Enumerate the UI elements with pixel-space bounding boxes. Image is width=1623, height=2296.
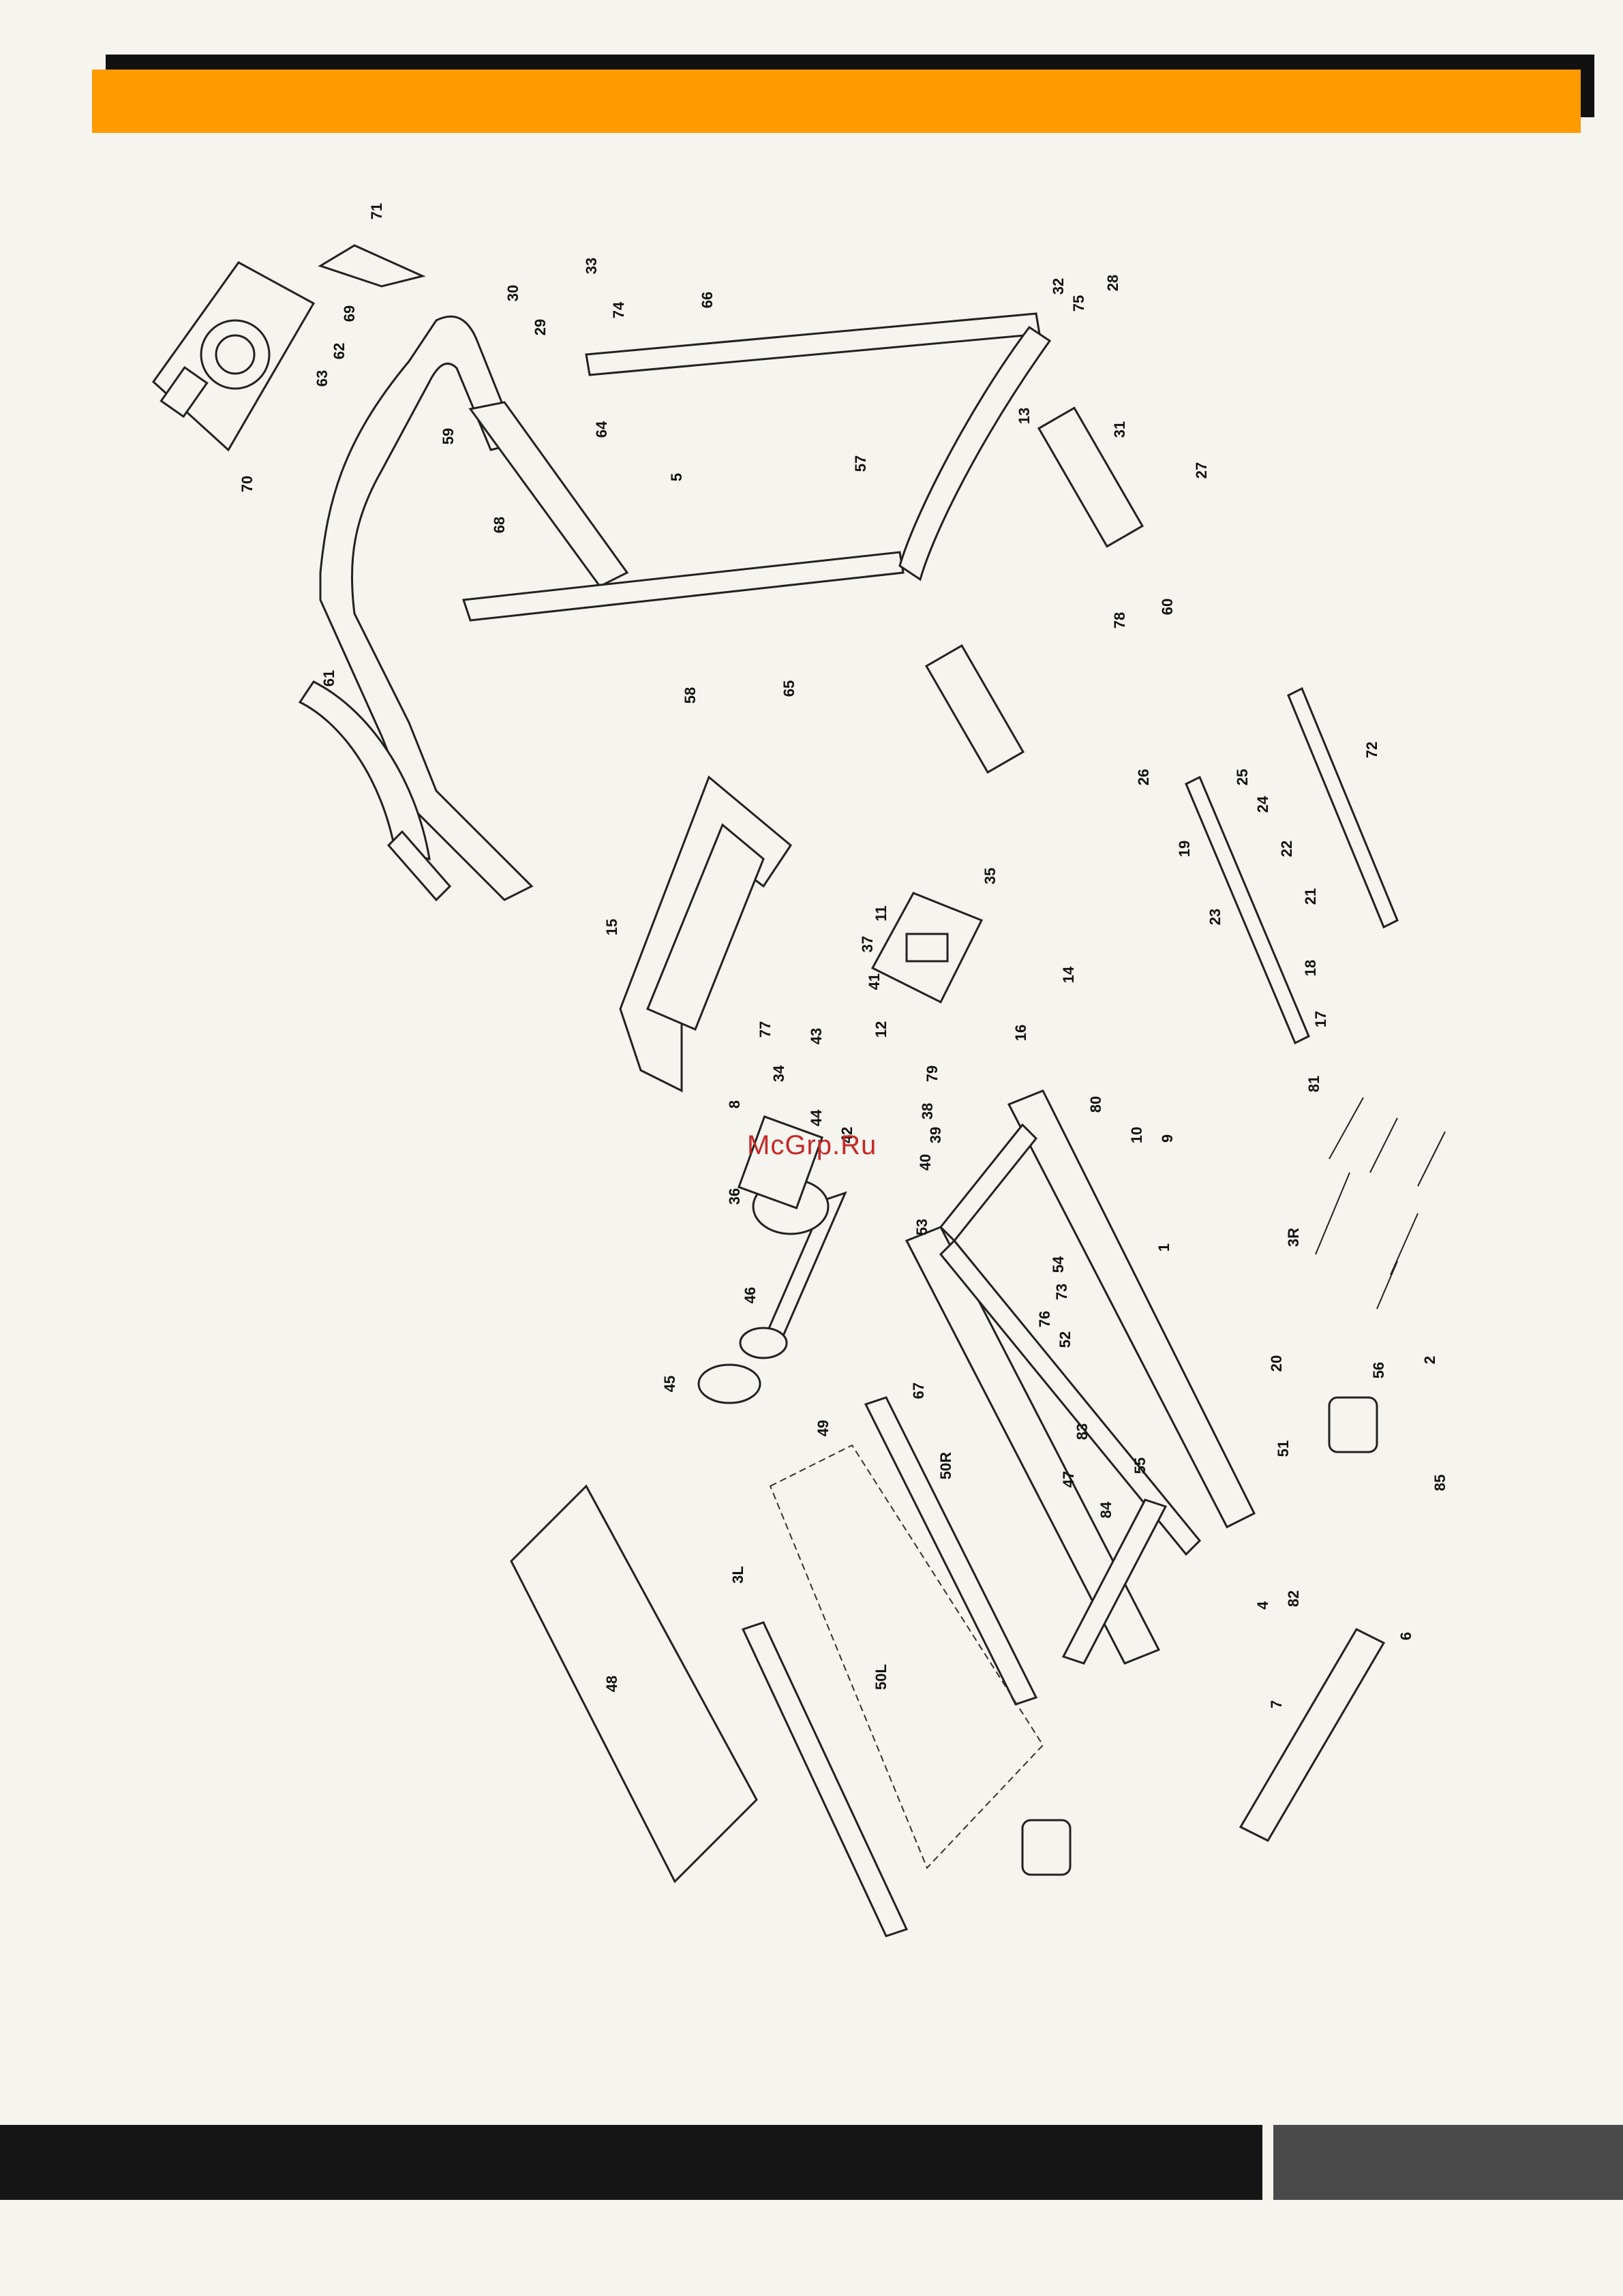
part-label: 63 — [314, 370, 331, 387]
part-label: 34 — [770, 1065, 787, 1082]
part-label: 49 — [815, 1420, 832, 1436]
part-label: 75 — [1070, 295, 1087, 312]
motor-cover — [620, 777, 791, 1091]
part-label: 35 — [982, 868, 999, 884]
part-label: 39 — [927, 1127, 944, 1143]
part-label: 32 — [1050, 278, 1067, 294]
part-label: 65 — [780, 680, 798, 697]
part-label: 81 — [1305, 1076, 1322, 1092]
end-cap-right — [1329, 1398, 1377, 1452]
part-label: 72 — [1363, 742, 1380, 758]
rear-base-tube — [1241, 1629, 1384, 1841]
part-label: 24 — [1254, 796, 1271, 813]
part-label: 45 — [661, 1376, 678, 1392]
part-label: 21 — [1302, 888, 1319, 905]
part-label: 57 — [852, 455, 869, 472]
part-label: 25 — [1234, 769, 1251, 785]
part-label: 3L — [729, 1566, 746, 1584]
part-label: 41 — [866, 973, 883, 990]
part-label: 38 — [919, 1103, 936, 1119]
part-label: 13 — [1016, 408, 1033, 424]
part-label: 26 — [1135, 769, 1152, 785]
part-label: 11 — [873, 905, 890, 921]
part-label: 61 — [320, 670, 337, 686]
part-label: 62 — [331, 343, 348, 359]
part-label: 84 — [1097, 1501, 1114, 1518]
part-label: 40 — [917, 1154, 934, 1170]
part-label: 37 — [859, 936, 876, 952]
part-label: 48 — [603, 1676, 620, 1692]
part-label: 67 — [910, 1383, 927, 1399]
part-label: 10 — [1128, 1127, 1145, 1143]
part-label: 53 — [913, 1219, 930, 1235]
footer-bar — [0, 2125, 1262, 2200]
upright-tube-left — [926, 646, 1023, 772]
part-label: 60 — [1159, 599, 1176, 615]
part-label: 4 — [1254, 1601, 1271, 1610]
part-label: 3R — [1285, 1228, 1302, 1247]
drive-belt — [699, 1365, 760, 1403]
part-label: 50R — [937, 1452, 954, 1479]
running-belt — [511, 1486, 757, 1882]
part-label: 30 — [504, 285, 521, 301]
part-label: 73 — [1053, 1284, 1070, 1300]
part-label: 33 — [583, 258, 600, 274]
watermark-text: McGrp.Ru — [747, 1130, 877, 1161]
footer-page-tab — [1273, 2125, 1623, 2200]
part-label: 2 — [1421, 1356, 1438, 1364]
part-label: 6 — [1397, 1632, 1414, 1640]
part-label: 78 — [1111, 612, 1128, 629]
part-label: 69 — [341, 305, 358, 322]
part-label: 52 — [1057, 1331, 1074, 1348]
part-label: 27 — [1193, 462, 1210, 479]
part-label: 79 — [924, 1066, 941, 1082]
part-label: 68 — [491, 517, 508, 533]
part-label: 23 — [1207, 909, 1224, 925]
part-label: 46 — [742, 1287, 759, 1303]
incline-frame — [1186, 777, 1309, 1043]
part-label: 80 — [1087, 1096, 1104, 1113]
part-label: 16 — [1012, 1025, 1029, 1041]
part-label: 5 — [668, 473, 685, 481]
part-label: 82 — [1285, 1590, 1302, 1607]
part-label: 9 — [1159, 1134, 1176, 1143]
part-label: 12 — [873, 1021, 890, 1038]
part-label: 29 — [532, 319, 549, 335]
part-label: 77 — [757, 1021, 774, 1038]
part-label: 22 — [1278, 841, 1295, 857]
part-label: 19 — [1176, 841, 1193, 857]
part-label: 51 — [1275, 1440, 1292, 1457]
part-label: 66 — [699, 292, 716, 308]
part-label: 14 — [1060, 966, 1077, 983]
part-label: 17 — [1312, 1011, 1329, 1027]
part-label: 7 — [1268, 1700, 1285, 1708]
end-cap-left — [1022, 1820, 1070, 1875]
part-label: 54 — [1050, 1256, 1067, 1273]
hardware-bolts — [1316, 1098, 1445, 1309]
part-label: 74 — [610, 301, 627, 318]
part-label: 85 — [1431, 1475, 1448, 1491]
part-label: 15 — [603, 919, 620, 935]
part-label: 31 — [1111, 421, 1128, 438]
part-label: 71 — [368, 203, 385, 220]
part-label: 58 — [682, 687, 699, 704]
part-label: 28 — [1104, 275, 1121, 291]
part-label: 55 — [1132, 1457, 1149, 1474]
part-label: 1 — [1155, 1243, 1172, 1252]
part-label: 83 — [1074, 1423, 1091, 1440]
part-label: 43 — [808, 1028, 825, 1044]
part-label: 50L — [873, 1664, 890, 1690]
part-label: 47 — [1060, 1471, 1077, 1487]
part-label: 76 — [1036, 1311, 1053, 1327]
part-label: 64 — [593, 421, 610, 438]
part-label: 8 — [726, 1100, 743, 1108]
part-label: 70 — [239, 476, 256, 492]
part-label: 56 — [1370, 1362, 1387, 1378]
part-label: 18 — [1302, 960, 1319, 976]
part-label: 44 — [808, 1109, 825, 1126]
part-label: 59 — [440, 428, 457, 444]
part-label: 36 — [726, 1188, 743, 1205]
part-label: 20 — [1268, 1355, 1285, 1372]
